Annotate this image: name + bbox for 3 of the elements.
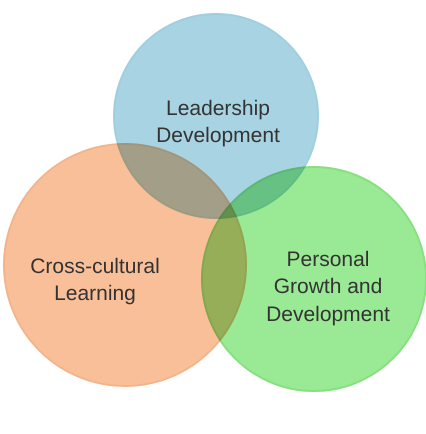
circle-label: Leadership Development: [155, 96, 281, 150]
circle-label: Personal Growth and Development: [265, 247, 391, 328]
circle-label: Cross-cultural Learning: [29, 254, 161, 308]
